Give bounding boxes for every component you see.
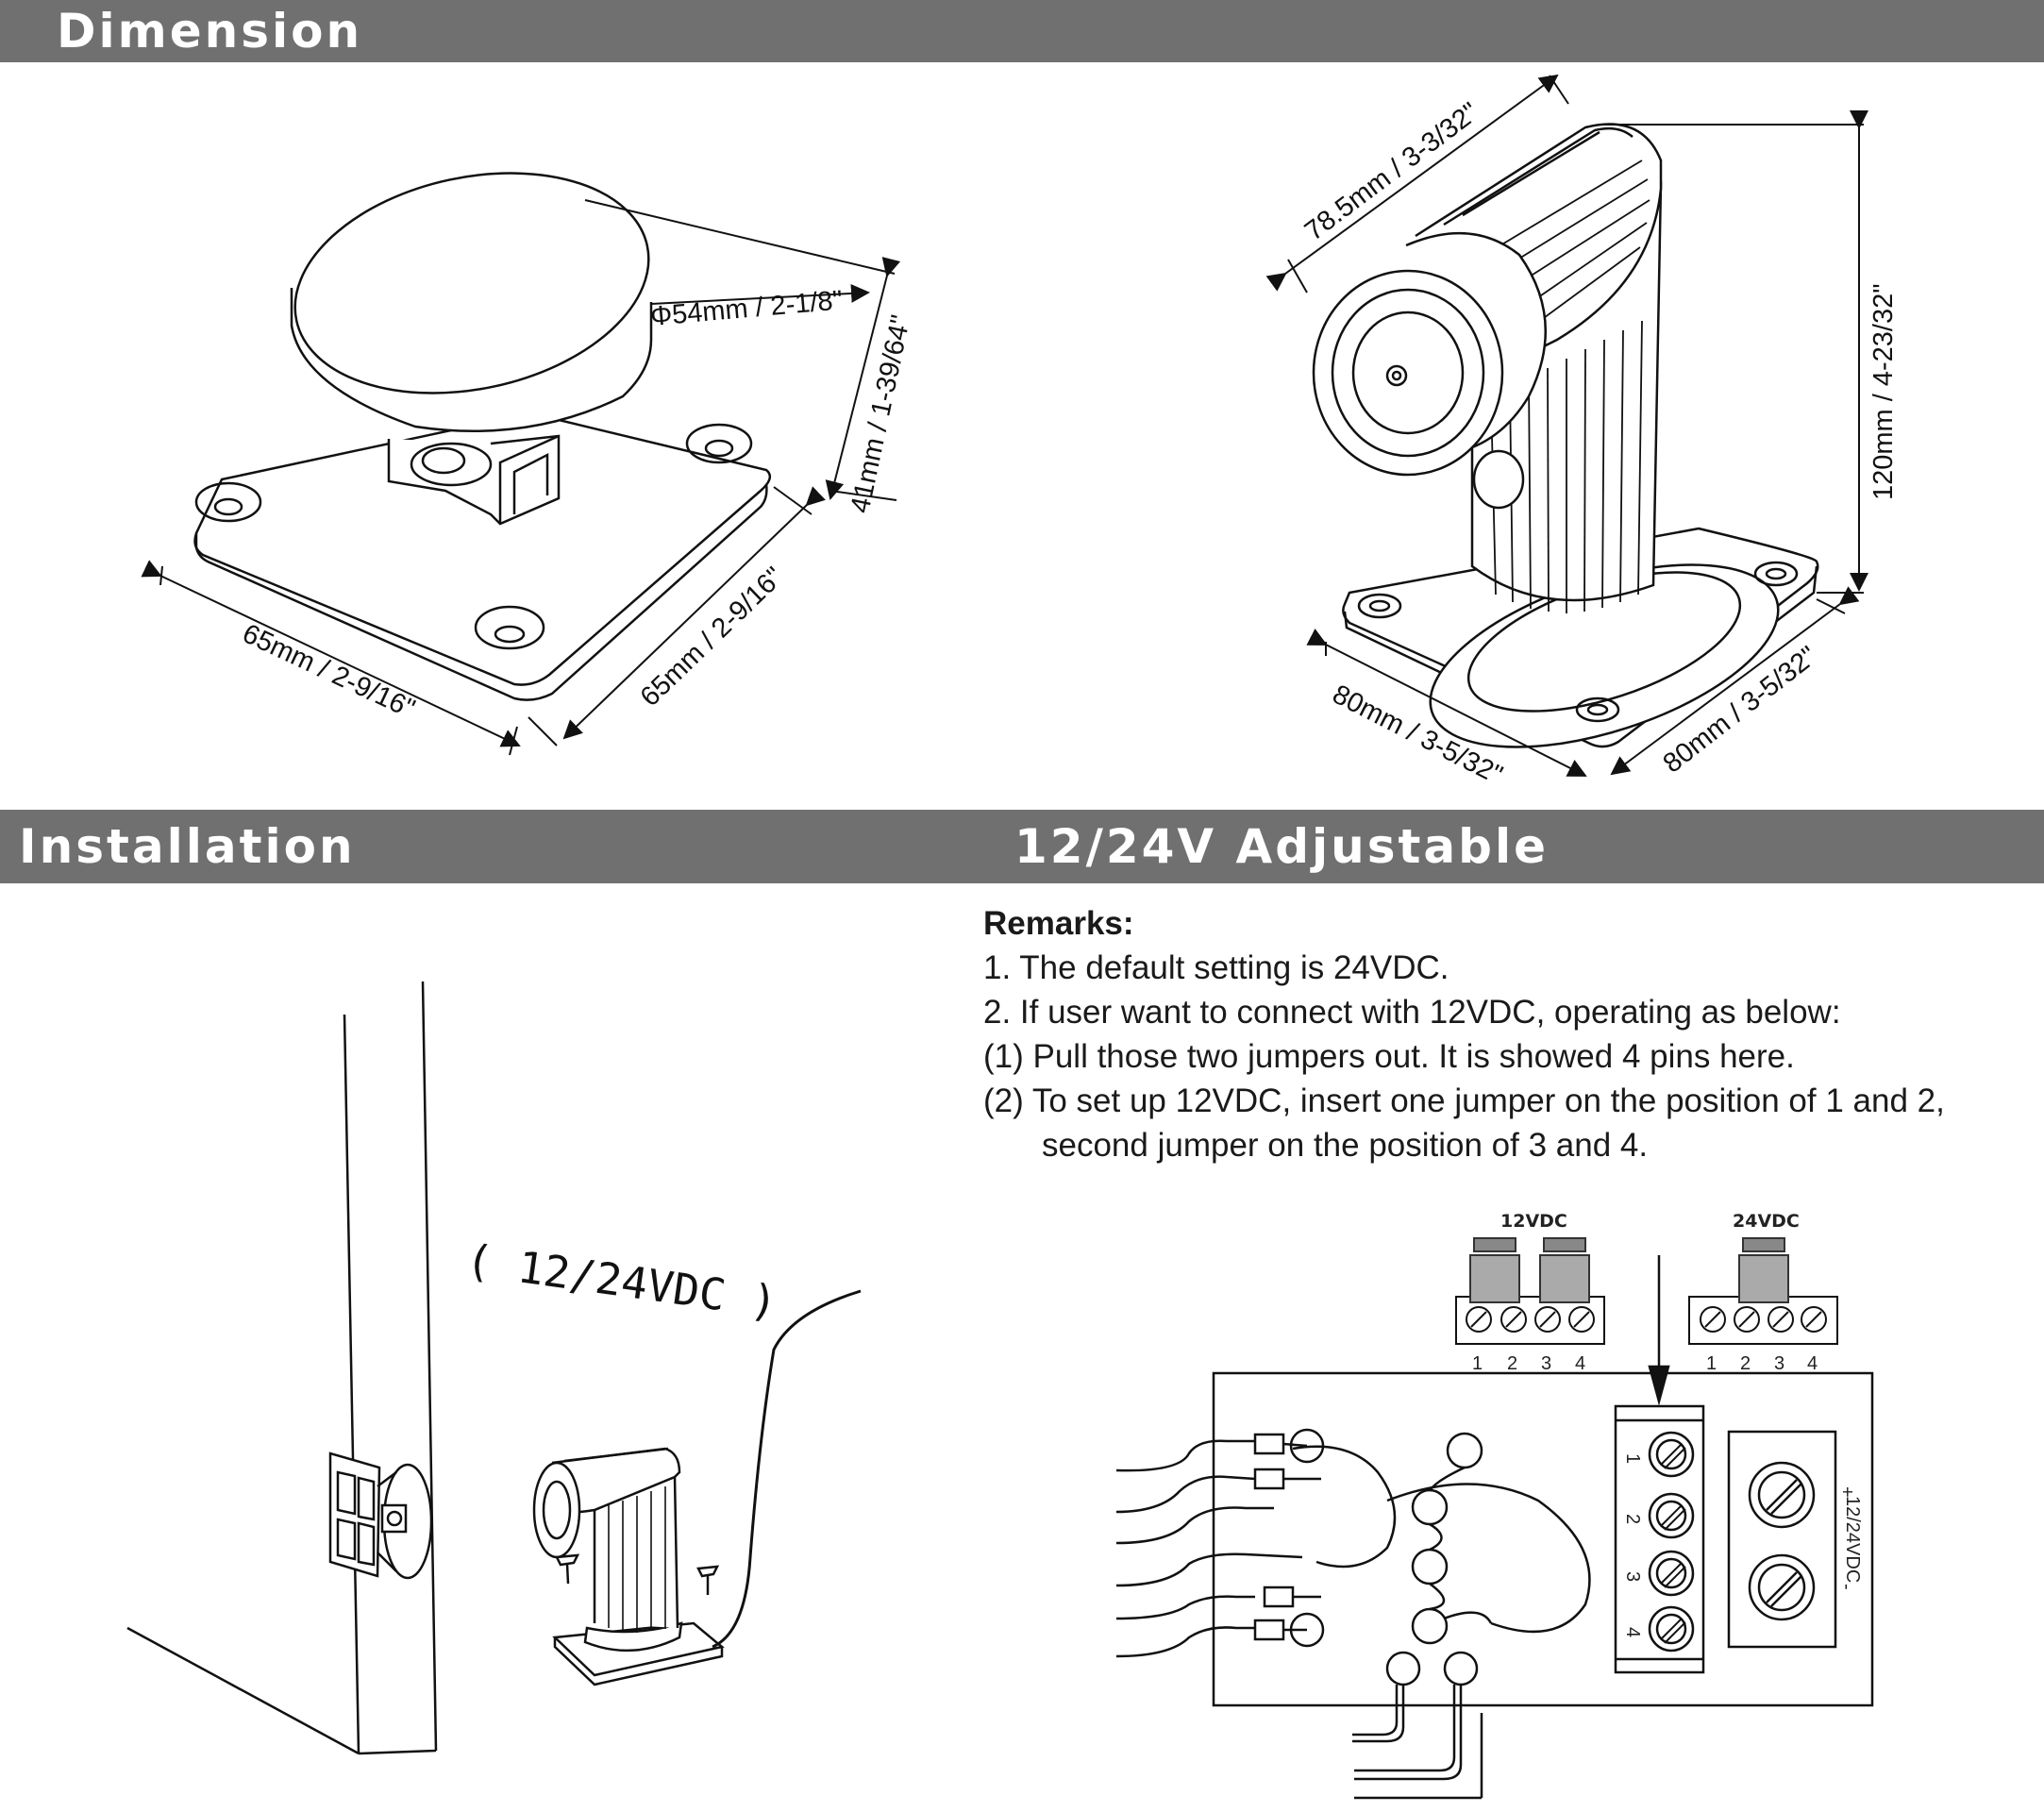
jumper-block-12vdc	[1455, 1237, 1605, 1345]
minus-label: -	[1836, 1584, 1857, 1590]
right-dimension-lines	[1265, 74, 1868, 777]
dim-left-base-b: 65mm / 2-9/16"	[635, 562, 790, 713]
dim-right-height: 120mm / 4-23/32"	[1868, 283, 1899, 500]
pin-label: 3	[1541, 1353, 1551, 1374]
installation-holder	[532, 1289, 862, 1686]
pin-label: 1	[1472, 1353, 1483, 1374]
terminal-pin-label: 1	[1622, 1453, 1643, 1464]
terminal-voltage-label: 12/24VDC	[1842, 1496, 1863, 1583]
door-holder-drawing	[1312, 123, 1819, 748]
remarks-line: (2) To set up 12VDC, insert one jumper o…	[983, 1082, 1945, 1119]
section-title-dimension: Dimension	[57, 4, 363, 59]
plus-label: +	[1836, 1486, 1857, 1498]
remarks-line: (1) Pull those two jumpers out. It is sh…	[983, 1038, 1795, 1075]
remarks-title: Remarks:	[983, 905, 1134, 942]
label-12vdc: 12VDC	[1500, 1211, 1567, 1232]
section-title-installation: Installation	[19, 819, 356, 874]
circuit-board	[1115, 1255, 1874, 1800]
magnet-plate-top	[293, 172, 650, 394]
remarks-line: second jumper on the position of 3 and 4…	[1042, 1127, 1649, 1164]
label-24vdc: 24VDC	[1733, 1211, 1800, 1232]
installation-drawing	[126, 981, 438, 1755]
dim-left-diameter: Φ54mm / 2-1/8"	[649, 285, 844, 332]
section-header-dimension: Dimension	[0, 0, 2044, 62]
jumper-block-24vdc	[1688, 1237, 1838, 1345]
magnet-face	[1312, 269, 1504, 477]
terminal-pin-numbers: 1 2 3 4	[1622, 1453, 1643, 1637]
pin-label: 1	[1706, 1353, 1717, 1374]
section-title-adjustable: 12/24V Adjustable	[1014, 819, 1549, 874]
pin-label: 4	[1575, 1353, 1585, 1374]
section-header-installation: Installation 12/24V Adjustable	[0, 810, 2044, 883]
pin-labels-12vdc: 1 2 3 4	[1472, 1353, 1585, 1374]
left-dimension-lines	[141, 199, 901, 756]
remarks-line: 2. If user want to connect with 12VDC, o…	[983, 994, 1841, 1031]
pin-labels-24vdc: 1 2 3 4	[1706, 1353, 1818, 1374]
pin-label: 4	[1807, 1353, 1818, 1374]
terminal-pin-label: 2	[1622, 1514, 1643, 1524]
pin-label: 2	[1507, 1353, 1517, 1374]
terminal-pin-label: 3	[1622, 1571, 1643, 1582]
power-cable	[712, 1289, 862, 1649]
remarks: Remarks: 1. The default setting is 24VDC…	[983, 901, 1945, 1167]
installation-voltage-note: ( 12/24VDC )	[462, 1233, 780, 1328]
dim-left-height: 41mm / 1-39/64"	[846, 312, 917, 515]
terminal-pin-label: 4	[1622, 1627, 1643, 1637]
remarks-line: 1. The default setting is 24VDC.	[983, 949, 1449, 986]
pin-label: 3	[1774, 1353, 1784, 1374]
magnet-plate-drawing	[193, 172, 772, 701]
pin-label: 2	[1740, 1353, 1751, 1374]
